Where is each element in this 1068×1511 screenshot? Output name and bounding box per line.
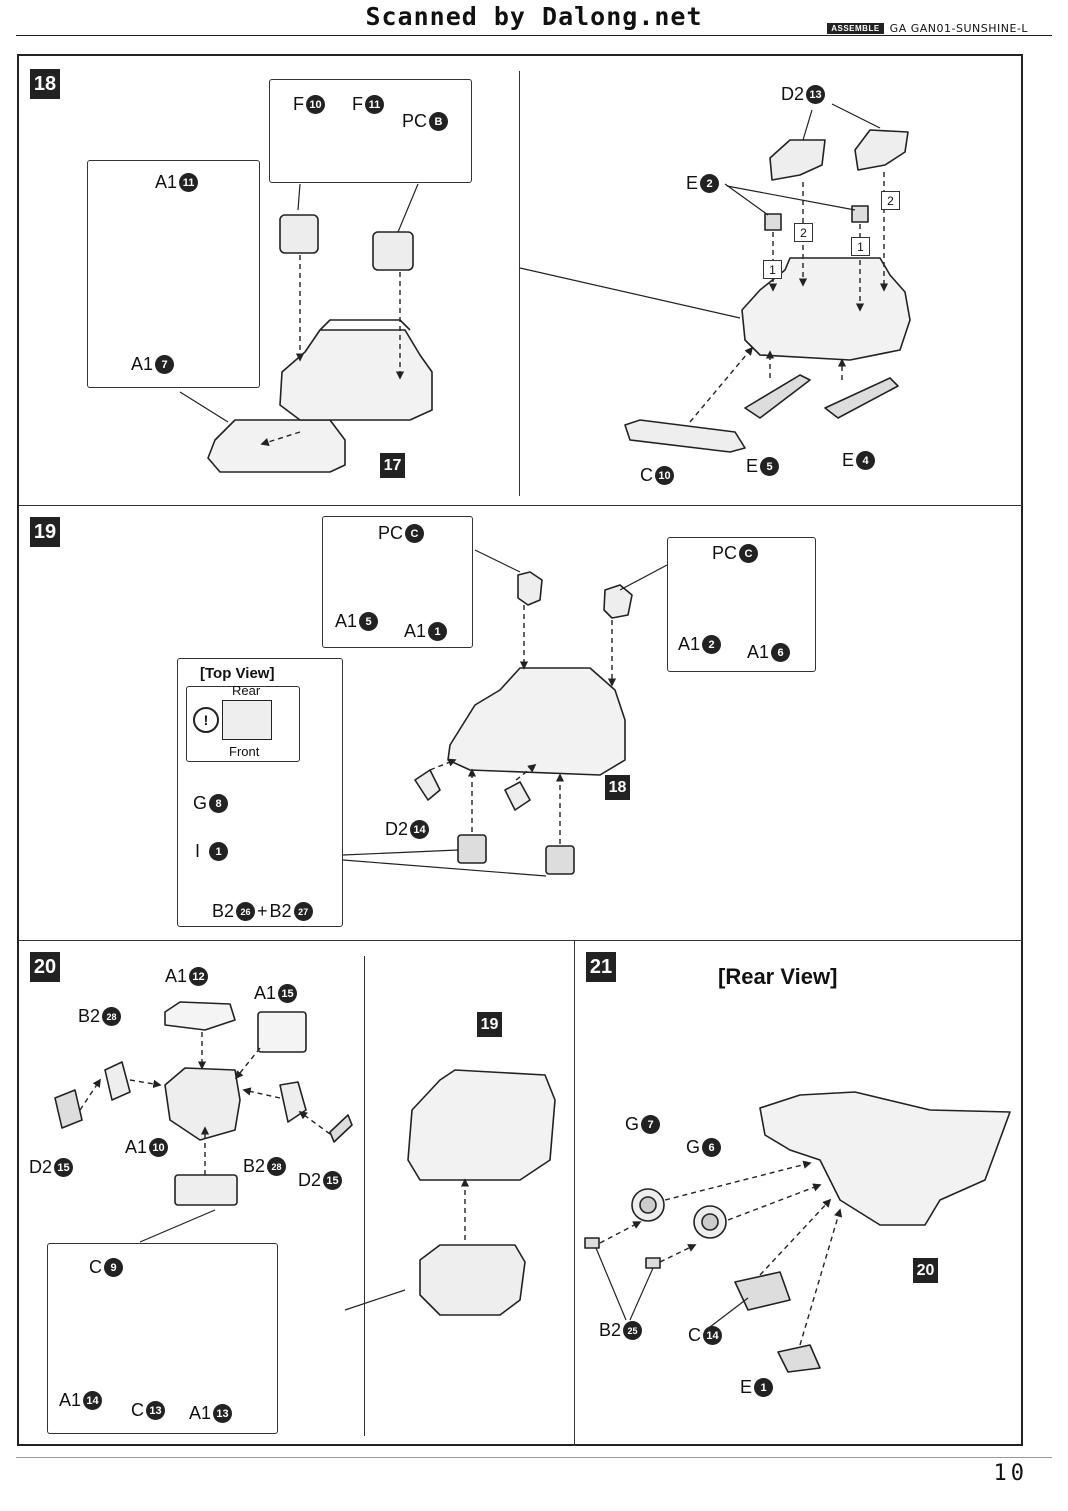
top-view-rear: Rear — [232, 683, 261, 698]
assemble-tag: ASSEMBLE — [827, 23, 884, 34]
top-view-title: [Top View] — [200, 665, 275, 682]
divider-step18 — [519, 71, 520, 496]
instruction-frame — [17, 54, 1023, 1446]
step-19-number: 19 — [30, 517, 60, 547]
divider-row2 — [19, 940, 1023, 941]
footer-rule — [16, 1457, 1052, 1458]
warning-icon: ! — [193, 707, 219, 733]
divider-row1 — [19, 505, 1023, 506]
subassembly-a1-left-box — [322, 516, 473, 648]
page-number: 10 — [993, 1461, 1028, 1486]
divider-step20 — [364, 956, 365, 1436]
step-18-number: 18 — [30, 69, 60, 99]
ref-step-20: 20 — [913, 1258, 938, 1283]
order-mark-2b: 2 — [881, 191, 900, 210]
step-21-number: 21 — [586, 952, 616, 982]
order-mark-1a: 1 — [763, 260, 782, 279]
order-mark-1b: 1 — [851, 237, 870, 256]
header-rule — [16, 35, 1052, 36]
scan-watermark: Scanned by Dalong.net — [365, 2, 703, 31]
divider-col-20-21 — [574, 940, 575, 1446]
step-20-number: 20 — [30, 952, 60, 982]
top-view-front: Front — [229, 744, 260, 759]
ref-step-18: 18 — [605, 775, 630, 800]
ref-step-19: 19 — [477, 1012, 502, 1037]
model-code: GA GAN01-SUNSHINE-L — [889, 22, 1028, 35]
part-sprue-icon — [222, 700, 272, 740]
order-mark-2a: 2 — [794, 223, 813, 242]
rear-view-title: [Rear View] — [718, 964, 838, 989]
ref-step-17: 17 — [380, 453, 405, 478]
header-model-tag: ASSEMBLE GA GAN01-SUNSHINE-L — [827, 22, 1028, 35]
subassembly-a1-box — [87, 160, 260, 388]
part-label-i1: I 1 — [195, 841, 229, 862]
